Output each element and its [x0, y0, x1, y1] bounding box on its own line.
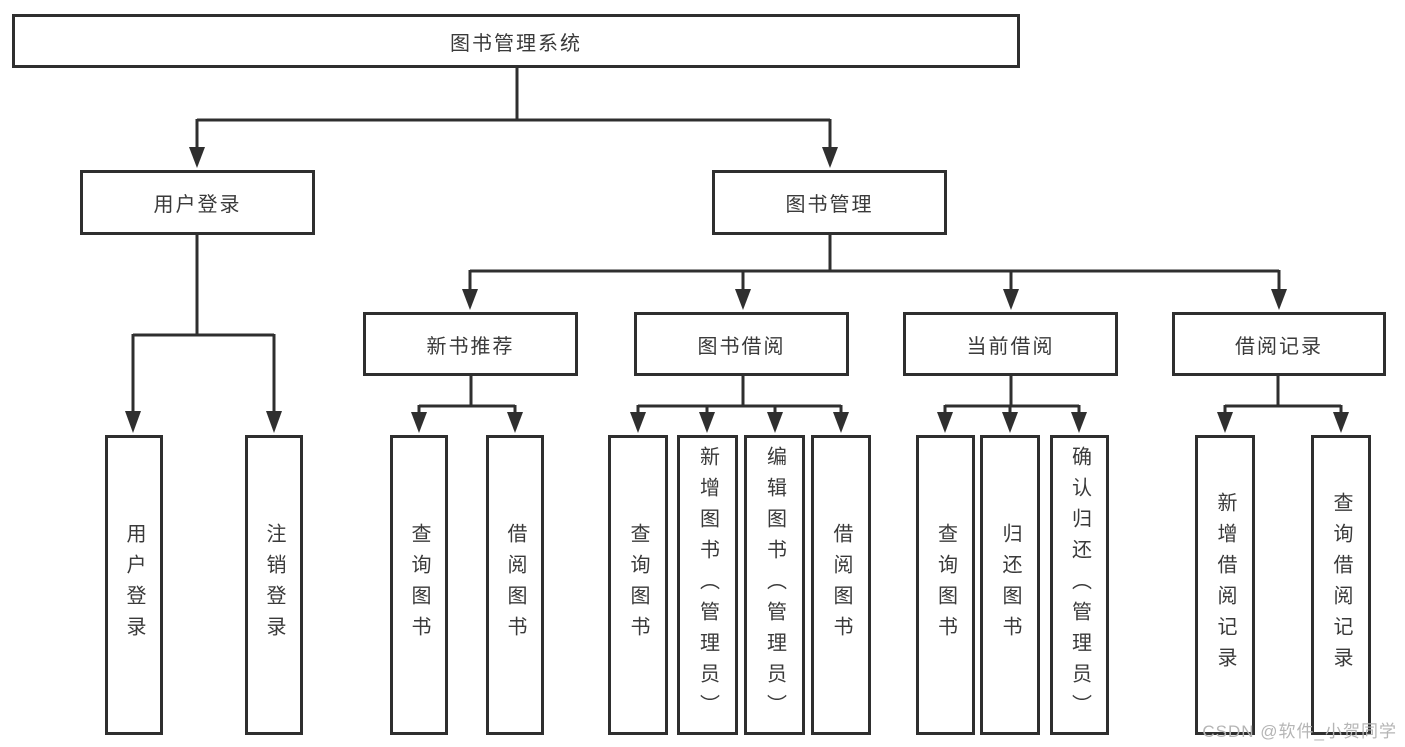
node-new-book-recommend-label: 新书推荐 — [426, 335, 515, 358]
node-leaf-borrow-books-recommend-label: 借阅图书 — [504, 523, 526, 647]
node-leaf-user-login-label: 用户登录 — [123, 523, 145, 647]
node-library-system: 图书管理系统 — [12, 14, 1020, 68]
node-leaf-query-books-recommend: 查询图书 — [390, 435, 448, 735]
node-leaf-return-books: 归还图书 — [980, 435, 1040, 735]
node-leaf-query-books-recommend-label: 查询图书 — [408, 523, 430, 647]
node-leaf-return-books-label: 归还图书 — [999, 523, 1021, 647]
node-leaf-confirm-return-admin: 确认归还（管理员） — [1050, 435, 1109, 735]
node-leaf-query-books-borrowing: 查询图书 — [608, 435, 668, 735]
node-leaf-borrow-books: 借阅图书 — [811, 435, 871, 735]
node-leaf-edit-books-admin-label: 编辑图书（管理员） — [763, 445, 786, 725]
node-leaf-add-borrow-record: 新增借阅记录 — [1195, 435, 1255, 735]
node-leaf-add-borrow-record-label: 新增借阅记录 — [1214, 492, 1236, 678]
csdn-watermark: CSDN @软件_小贺同学 — [1202, 722, 1397, 741]
node-current-borrowing: 当前借阅 — [903, 312, 1118, 376]
node-leaf-query-books-current: 查询图书 — [916, 435, 975, 735]
node-library-system-label: 图书管理系统 — [450, 32, 582, 55]
node-user-login-label: 用户登录 — [153, 194, 242, 216]
node-new-book-recommend: 新书推荐 — [363, 312, 578, 376]
node-leaf-query-borrow-record-label: 查询借阅记录 — [1330, 492, 1352, 678]
node-leaf-add-books-admin: 新增图书（管理员） — [677, 435, 738, 735]
node-current-borrowing-label: 当前借阅 — [966, 335, 1055, 358]
arrowheads — [125, 147, 1349, 433]
node-leaf-logout-label: 注销登录 — [263, 523, 285, 647]
node-leaf-add-books-admin-label: 新增图书（管理员） — [696, 445, 719, 725]
node-book-management-label: 图书管理 — [785, 194, 874, 216]
node-leaf-query-borrow-record: 查询借阅记录 — [1311, 435, 1371, 735]
node-leaf-query-books-borrowing-label: 查询图书 — [627, 523, 649, 647]
node-leaf-query-books-current-label: 查询图书 — [934, 523, 957, 647]
node-leaf-borrow-books-recommend: 借阅图书 — [486, 435, 544, 735]
node-book-management: 图书管理 — [712, 170, 947, 235]
node-leaf-user-login: 用户登录 — [105, 435, 163, 735]
node-book-borrowing-label: 图书借阅 — [697, 335, 786, 358]
node-borrowing-records: 借阅记录 — [1172, 312, 1386, 376]
node-book-borrowing: 图书借阅 — [634, 312, 849, 376]
node-leaf-logout: 注销登录 — [245, 435, 303, 735]
node-user-login: 用户登录 — [80, 170, 315, 235]
node-leaf-borrow-books-label: 借阅图书 — [830, 523, 852, 647]
node-borrowing-records-label: 借阅记录 — [1235, 335, 1323, 358]
node-leaf-confirm-return-admin-label: 确认归还（管理员） — [1068, 445, 1091, 725]
node-leaf-edit-books-admin: 编辑图书（管理员） — [744, 435, 805, 735]
